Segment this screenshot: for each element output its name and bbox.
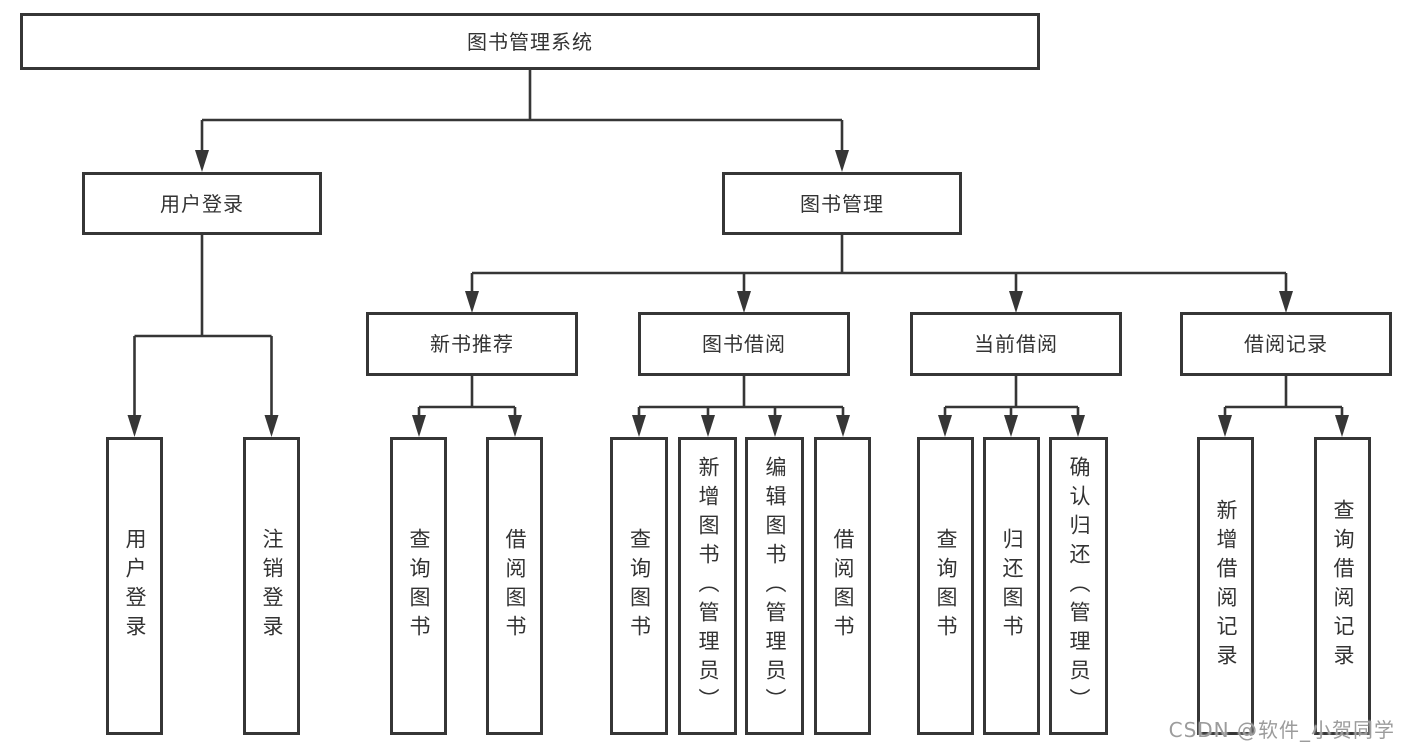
leaf-query-borrow-record: 查询借阅记录 (1314, 437, 1371, 735)
leaf-query-books-1-label: 查询图书 (407, 528, 431, 644)
arrowhead-leaf-query-books-1 (412, 415, 426, 437)
leaf-return-book-label: 归还图书 (1000, 528, 1024, 644)
arrowhead-leaf-add-book (701, 415, 715, 437)
connector-new-book-recommend-branch (412, 376, 522, 437)
leaf-add-book-admin: 新增图书（管理员） (678, 437, 737, 735)
node-user-login: 用户登录 (82, 172, 322, 235)
arrowhead-leaf-borrow-books-1 (508, 415, 522, 437)
arrowhead-book-borrow (737, 291, 751, 313)
node-book-management: 图书管理 (722, 172, 962, 235)
connector-user-login-branch (127, 235, 279, 437)
arrowhead-borrow-records (1279, 291, 1293, 313)
arrowhead-leaf-confirm-return (1071, 415, 1085, 437)
arrowhead-new-book-recommend (465, 291, 479, 313)
arrowhead-leaf-logout (264, 415, 279, 437)
leaf-query-books-3-label: 查询图书 (934, 528, 958, 644)
leaf-logout-label: 注销登录 (260, 528, 284, 644)
connector-borrow-records-branch (1218, 376, 1349, 437)
arrowhead-leaf-edit-book (768, 415, 782, 437)
leaf-query-books-3: 查询图书 (917, 437, 974, 735)
node-current-borrow: 当前借阅 (910, 312, 1122, 376)
leaf-query-books-2: 查询图书 (610, 437, 668, 735)
connector-current-borrow-branch (938, 376, 1085, 437)
leaf-edit-book-admin: 编辑图书（管理员） (745, 437, 804, 735)
leaf-add-borrow-record-label: 新增借阅记录 (1214, 499, 1238, 673)
leaf-borrow-books-2-label: 借阅图书 (831, 528, 855, 644)
arrowhead-leaf-query-books-2 (632, 415, 646, 437)
leaf-edit-book-admin-label: 编辑图书（管理员） (763, 455, 787, 717)
connector-book-borrow-branch (632, 376, 850, 437)
node-book-borrow: 图书借阅 (638, 312, 850, 376)
leaf-confirm-return-admin: 确认归还（管理员） (1049, 437, 1108, 735)
leaf-query-books-1: 查询图书 (390, 437, 447, 735)
node-borrow-records: 借阅记录 (1180, 312, 1392, 376)
arrowhead-leaf-query-borrow-record (1335, 415, 1349, 437)
arrowhead-leaf-user-login (127, 415, 142, 437)
leaf-return-book: 归还图书 (983, 437, 1040, 735)
leaf-add-borrow-record: 新增借阅记录 (1197, 437, 1254, 735)
connector-book-management-branch (465, 235, 1293, 313)
csdn-watermark: CSDN @软件_小贺同学 (1168, 718, 1395, 742)
arrowhead-leaf-add-borrow-record (1218, 415, 1232, 437)
arrowhead-leaf-query-books-3 (938, 415, 952, 437)
arrowhead-user-login (195, 150, 209, 172)
connector-root-to-level2 (195, 70, 849, 172)
leaf-borrow-books-1: 借阅图书 (486, 437, 543, 735)
arrowhead-current-borrow (1009, 291, 1023, 313)
leaf-borrow-books-2: 借阅图书 (814, 437, 871, 735)
node-library-system: 图书管理系统 (20, 13, 1040, 70)
node-new-book-recommend: 新书推荐 (366, 312, 578, 376)
leaf-user-login: 用户登录 (106, 437, 163, 735)
arrowhead-book-management (835, 150, 849, 172)
leaf-user-login-label: 用户登录 (123, 528, 147, 644)
arrowhead-leaf-return-book (1004, 415, 1018, 437)
arrowhead-leaf-borrow-books-2 (836, 415, 850, 437)
leaf-add-book-admin-label: 新增图书（管理员） (696, 455, 720, 717)
leaf-logout: 注销登录 (243, 437, 300, 735)
leaf-query-books-2-label: 查询图书 (627, 528, 652, 644)
leaf-borrow-books-1-label: 借阅图书 (503, 528, 527, 644)
leaf-confirm-return-admin-label: 确认归还（管理员） (1067, 455, 1091, 717)
leaf-query-borrow-record-label: 查询借阅记录 (1331, 499, 1355, 673)
